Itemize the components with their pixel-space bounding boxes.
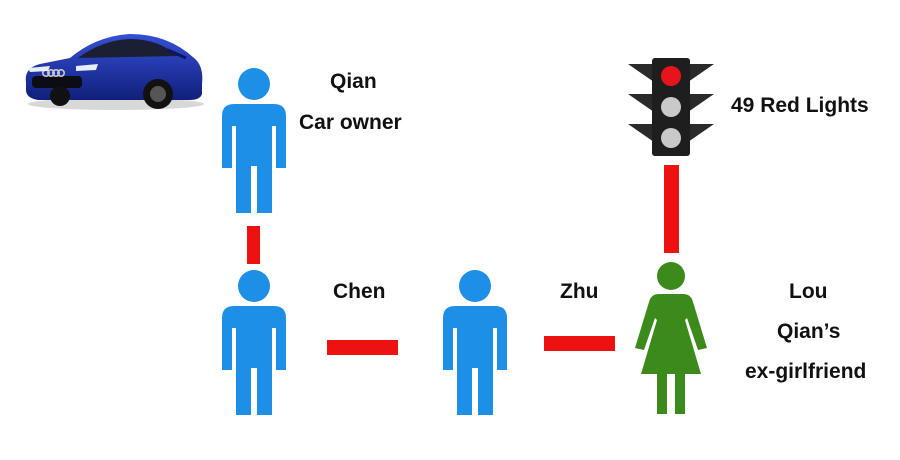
person-icon <box>443 270 507 415</box>
female-person-icon <box>635 262 707 414</box>
zhu-name: Zhu <box>560 280 599 303</box>
lou-role-line1: Qian’s <box>777 320 841 343</box>
traffic-light-caption: 49 Red Lights <box>731 94 869 117</box>
car-icon <box>18 24 208 114</box>
link-zhu-lou <box>544 336 615 351</box>
lou-name: Lou <box>789 280 828 303</box>
person-icon <box>222 68 286 213</box>
lou-role-line2: ex-girlfriend <box>745 360 867 383</box>
qian-role: Car owner <box>299 111 402 134</box>
link-light-lou <box>664 165 679 253</box>
link-chen-zhu <box>327 340 398 355</box>
traffic-light-icon <box>628 58 714 158</box>
chen-name: Chen <box>333 280 386 303</box>
link-qian-chen <box>247 226 260 264</box>
person-icon <box>222 270 286 415</box>
qian-name: Qian <box>330 70 377 93</box>
